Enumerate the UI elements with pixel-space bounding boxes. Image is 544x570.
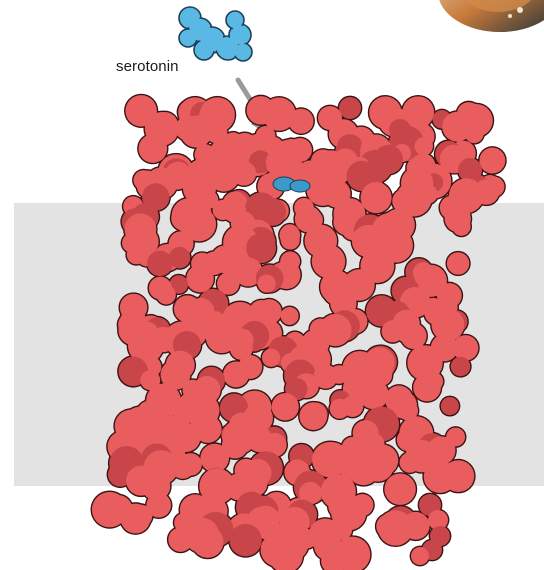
protein-atom (95, 496, 125, 526)
protein-atom (401, 323, 427, 349)
protein-atom (223, 361, 249, 387)
protein-atom (121, 504, 151, 534)
protein-atom (465, 125, 484, 144)
protein-atom (452, 217, 470, 235)
protein-atom (218, 168, 239, 189)
protein-atom (262, 349, 280, 367)
protein-atom (299, 402, 327, 430)
protein-atom (411, 547, 429, 565)
protein-atom (157, 285, 176, 304)
protein-atom (229, 524, 261, 556)
protein-atom (258, 275, 276, 293)
corner-object (438, 0, 544, 32)
protein-atom (186, 265, 214, 293)
protein-atom (213, 330, 232, 349)
protein-atom (347, 453, 379, 485)
protein-atom (378, 510, 413, 545)
protein-atom (289, 109, 314, 134)
protein-atom (281, 307, 299, 325)
protein-atom (147, 251, 173, 277)
protein-atom (415, 137, 433, 155)
protein-atom (451, 357, 471, 377)
protein-atom (330, 399, 350, 419)
serotonin-label: serotonin (116, 58, 179, 75)
receptor-protein (91, 94, 507, 570)
protein-atom (447, 252, 469, 274)
protein-atom (400, 452, 420, 472)
protein-atom (281, 230, 300, 249)
protein-atom (168, 527, 192, 551)
protein-atom (272, 393, 299, 420)
protein-atom (479, 148, 505, 174)
protein-atom (413, 374, 441, 402)
protein-atom (424, 461, 456, 493)
protein-atom (441, 397, 459, 415)
protein-atom (339, 97, 361, 119)
protein-atom (192, 526, 224, 558)
protein-atom (139, 134, 168, 163)
protein-atom (384, 473, 415, 504)
protein-atom (453, 335, 479, 361)
protein-atom (361, 182, 392, 213)
